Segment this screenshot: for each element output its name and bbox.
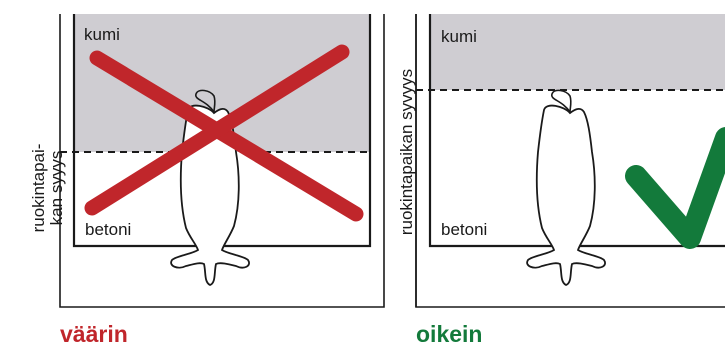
concrete-label: betoni: [441, 220, 487, 239]
rubber-label: kumi: [84, 25, 120, 44]
right-panel: kumi betoni ruokintapaikan syvyys oikein: [397, 14, 725, 347]
pig-tail: [551, 89, 572, 113]
concrete-label: betoni: [85, 220, 131, 239]
pig-silhouette: [526, 104, 606, 286]
cross-mark-icon: [84, 44, 364, 222]
rubber-label: kumi: [441, 27, 477, 46]
left-panel: kumi betoni ruokintapai- kan syyys vääri…: [29, 14, 385, 347]
caption-correct: oikein: [416, 321, 482, 347]
side-label-line1: ruokintapai-: [29, 144, 48, 233]
side-label-line2: kan syyys: [47, 151, 66, 226]
feeding-trough: [428, 14, 725, 248]
side-label: ruokintapaikan syvyys: [397, 69, 416, 235]
outer-frame: [59, 14, 385, 308]
check-mark-icon: [625, 127, 725, 249]
caption-wrong: väärin: [60, 321, 128, 347]
rubber-area: [430, 14, 725, 90]
pig-tail: [195, 89, 216, 113]
